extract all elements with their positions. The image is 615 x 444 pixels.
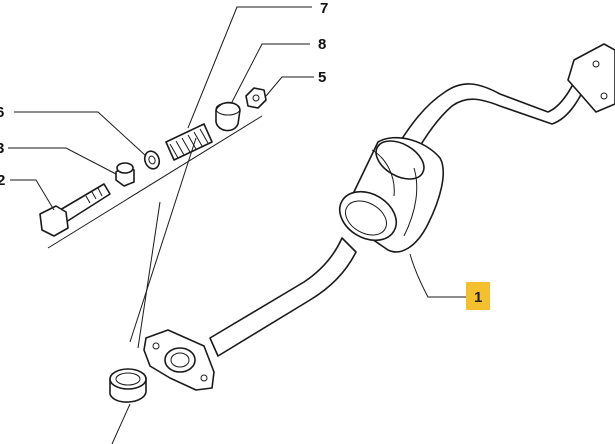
callout-7[interactable]: 7 xyxy=(320,0,328,17)
converter-top-end xyxy=(375,140,425,180)
leader-line-1 xyxy=(409,253,466,298)
callout-5[interactable]: 5 xyxy=(318,69,326,86)
leader-line-7 xyxy=(187,6,312,129)
leader-line-5 xyxy=(265,76,314,97)
leader-line-ring xyxy=(111,403,131,444)
leader-line-2 xyxy=(10,179,55,211)
spring[interactable] xyxy=(165,123,213,161)
nut[interactable] xyxy=(245,87,267,109)
exploded-view-guide-line xyxy=(47,115,263,249)
callout-8[interactable]: 8 xyxy=(318,36,326,53)
converter-inlet-rim xyxy=(345,200,387,236)
callout-3[interactable]: 3 xyxy=(0,140,4,157)
spacer-sleeve[interactable] xyxy=(115,162,135,187)
converter-seam xyxy=(403,167,418,237)
rear-flange-bolt-hole xyxy=(592,60,600,68)
front-flange-bolt-hole xyxy=(200,374,208,382)
leader-line-6 xyxy=(14,111,147,157)
exploded-view-guide-line xyxy=(137,201,161,349)
front-flange-port-inner xyxy=(170,352,190,368)
front-pipe xyxy=(209,237,357,357)
callout-2[interactable]: 2 xyxy=(0,172,5,189)
callout-1-highlighted[interactable]: 1 xyxy=(466,282,490,310)
converter-seam xyxy=(371,149,395,197)
bolt[interactable] xyxy=(39,183,111,237)
exploded-view-guide-line xyxy=(129,137,197,343)
rear-flange xyxy=(567,43,615,113)
rear-flange-bolt-hole xyxy=(600,92,608,100)
sealing-ring[interactable] xyxy=(109,368,147,403)
front-flange-port xyxy=(164,347,196,373)
callout-highlight-box xyxy=(466,282,490,310)
callout-6[interactable]: 6 xyxy=(0,104,4,121)
callout-1: 1 xyxy=(474,289,482,306)
leader-line-3 xyxy=(8,147,117,175)
catalytic-converter-assembly[interactable] xyxy=(143,43,615,391)
front-flange-bolt-hole xyxy=(152,342,160,350)
washer[interactable] xyxy=(142,149,161,171)
sleeve[interactable] xyxy=(215,101,241,132)
leader-line-8 xyxy=(231,43,310,103)
